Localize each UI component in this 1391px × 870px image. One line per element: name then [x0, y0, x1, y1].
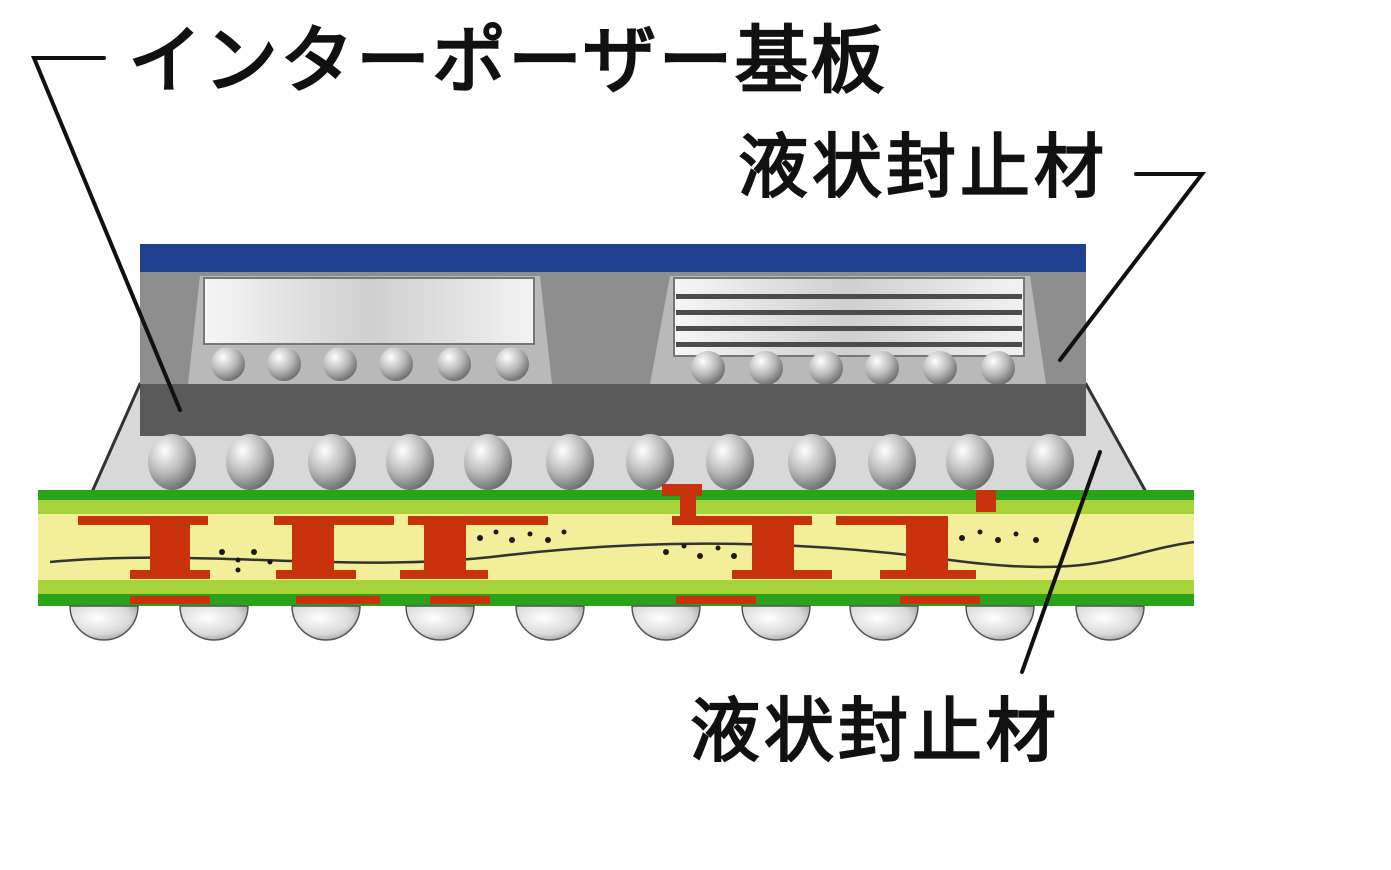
- micro-bumps-left: [211, 347, 529, 381]
- micro-bump: [981, 351, 1015, 385]
- micro-bump: [749, 351, 783, 385]
- c4-bump: [706, 434, 754, 490]
- micro-bump: [379, 347, 413, 381]
- c4-bump: [868, 434, 916, 490]
- c4-bump: [788, 434, 836, 490]
- bga-ball: [849, 605, 919, 641]
- interposer-substrate: [140, 384, 1086, 436]
- micro-bump: [923, 351, 957, 385]
- die-right-memory-stack: [673, 277, 1025, 357]
- leader-line-sealant-upper: [1058, 172, 1207, 362]
- c4-bump: [386, 434, 434, 490]
- bga-ball: [405, 605, 475, 641]
- c4-bump: [148, 434, 196, 490]
- micro-bump: [323, 347, 357, 381]
- bga-ball: [631, 605, 701, 641]
- die-left: [203, 277, 535, 345]
- c4-bump: [308, 434, 356, 490]
- leader-lines: [31, 56, 1207, 674]
- c4-bump: [546, 434, 594, 490]
- micro-bump: [211, 347, 245, 381]
- bga-ball: [1075, 605, 1145, 641]
- bga-ball: [291, 605, 361, 641]
- package-substrate: [38, 490, 1195, 606]
- label-liquid-sealant-lower: 液状封止材: [690, 690, 1060, 772]
- bga-ball: [179, 605, 249, 641]
- label-liquid-sealant-upper: 液状封止材: [738, 126, 1108, 208]
- bga-ball: [741, 605, 811, 641]
- micro-bump: [267, 347, 301, 381]
- c4-bump: [464, 434, 512, 490]
- c4-bump: [226, 434, 274, 490]
- micro-bump: [495, 347, 529, 381]
- bga-ball: [69, 605, 139, 641]
- micro-bump: [691, 351, 725, 385]
- mold-cap: [140, 244, 1086, 272]
- c4-bump: [946, 434, 994, 490]
- micro-bump: [865, 351, 899, 385]
- micro-bumps-right: [691, 351, 1015, 385]
- bga-ball: [515, 605, 585, 641]
- leader-line-interposer: [31, 56, 182, 412]
- label-interposer-substrate: インターポーザー基板: [128, 18, 887, 104]
- filler-particles: [219, 529, 1039, 573]
- micro-bump: [809, 351, 843, 385]
- leader-line-sealant-lower: [1020, 450, 1102, 674]
- c4-bumps: [148, 434, 1074, 490]
- micro-bump: [437, 347, 471, 381]
- c4-bump: [1026, 434, 1074, 490]
- bga-ball: [965, 605, 1035, 641]
- copper-vias: [78, 484, 996, 604]
- c4-bump: [626, 434, 674, 490]
- bga-solder-balls: [69, 605, 1145, 641]
